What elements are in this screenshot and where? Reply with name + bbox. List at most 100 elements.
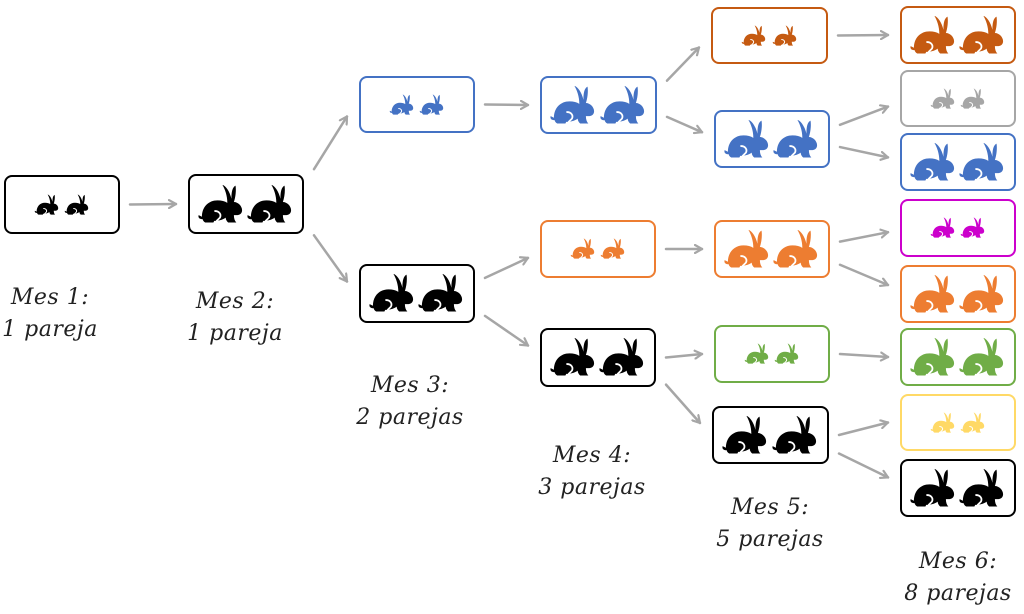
arrow bbox=[838, 263, 890, 285]
rabbit-pair bbox=[542, 78, 655, 132]
rabbit-icon bbox=[930, 217, 954, 238]
month-title: Mes 6: bbox=[918, 549, 998, 574]
rabbit-pair bbox=[716, 327, 828, 381]
rabbit-icon bbox=[773, 119, 818, 158]
rabbit-icon bbox=[744, 343, 768, 364]
rabbit-pair bbox=[542, 222, 654, 276]
rabbit-pair bbox=[190, 176, 302, 232]
rabbit-icon bbox=[599, 337, 644, 376]
arrow bbox=[665, 115, 704, 132]
rabbit-icon bbox=[960, 87, 985, 109]
rabbit-pair bbox=[716, 222, 828, 276]
arrow bbox=[483, 314, 530, 347]
month-label: Mes 1: 1 pareja bbox=[0, 282, 100, 346]
rabbit-icon bbox=[959, 337, 1004, 376]
rabbit-pair bbox=[902, 461, 1014, 515]
rabbit-pair bbox=[542, 330, 654, 385]
arrow bbox=[483, 258, 530, 280]
rabbit-pair-box bbox=[900, 199, 1016, 257]
rabbit-icon bbox=[773, 229, 818, 268]
rabbit-icon bbox=[774, 343, 799, 364]
rabbit-icon bbox=[550, 337, 594, 376]
rabbit-pair bbox=[714, 408, 827, 462]
arrow bbox=[837, 452, 890, 478]
rabbit-icon bbox=[247, 184, 292, 223]
rabbit-pair-box bbox=[540, 220, 656, 278]
month-count: 1 pareja bbox=[187, 321, 283, 346]
arrow bbox=[836, 35, 890, 36]
rabbit-icon bbox=[959, 468, 1004, 507]
rabbit-pair-box bbox=[359, 264, 475, 323]
rabbit-icon bbox=[959, 15, 1004, 54]
rabbit-icon bbox=[724, 229, 768, 268]
month-title: Mes 3: bbox=[370, 373, 450, 398]
month-count: 2 parejas bbox=[356, 405, 464, 430]
rabbit-pair bbox=[716, 112, 828, 166]
rabbit-pair-box bbox=[714, 325, 830, 383]
rabbit-icon bbox=[550, 85, 595, 124]
arrow bbox=[665, 46, 701, 82]
rabbit-icon bbox=[389, 93, 413, 115]
rabbit-pair-box bbox=[900, 394, 1016, 451]
rabbit-icon bbox=[910, 15, 954, 54]
rabbit-pair-box bbox=[188, 174, 304, 234]
rabbit-icon bbox=[960, 217, 985, 238]
month-count: 3 parejas bbox=[538, 475, 646, 500]
month-label: Mes 5: 5 parejas bbox=[708, 492, 832, 556]
month-label: Mes 6: 8 parejas bbox=[896, 546, 1020, 610]
month-label: Mes 2: 1 pareja bbox=[180, 286, 290, 350]
rabbit-pair-box bbox=[900, 6, 1016, 64]
rabbit-icon bbox=[599, 85, 644, 124]
arrow bbox=[838, 354, 890, 357]
rabbit-pair bbox=[713, 9, 826, 62]
arrow bbox=[838, 232, 890, 243]
rabbit-icon bbox=[771, 415, 816, 454]
arrow bbox=[128, 204, 178, 205]
rabbit-pair-box bbox=[714, 110, 830, 168]
rabbit-pair-box bbox=[540, 76, 657, 134]
rabbit-pair-box bbox=[712, 406, 829, 464]
rabbit-icon bbox=[930, 87, 954, 109]
month-count: 8 parejas bbox=[904, 581, 1012, 606]
rabbit-icon bbox=[34, 193, 58, 215]
rabbit-pair bbox=[902, 135, 1014, 189]
month-title: Mes 1: bbox=[10, 285, 90, 310]
month-count: 5 parejas bbox=[716, 527, 824, 552]
rabbit-pair bbox=[361, 78, 473, 131]
rabbit-icon bbox=[910, 337, 954, 376]
rabbit-pair-box bbox=[714, 220, 830, 278]
arrow bbox=[312, 234, 349, 283]
rabbit-pair bbox=[902, 396, 1014, 449]
rabbit-pair bbox=[361, 266, 473, 321]
rabbit-icon bbox=[959, 274, 1004, 313]
rabbit-icon bbox=[910, 274, 954, 313]
rabbit-pair-box bbox=[900, 459, 1016, 517]
rabbit-pair bbox=[902, 330, 1014, 384]
rabbit-icon bbox=[960, 411, 985, 433]
rabbit-pair-box bbox=[540, 328, 656, 387]
rabbit-pair-box bbox=[4, 175, 120, 234]
rabbit-icon bbox=[724, 119, 768, 158]
rabbit-pair-box bbox=[359, 76, 475, 133]
arrow bbox=[837, 423, 890, 437]
rabbit-icon bbox=[741, 24, 766, 46]
arrow bbox=[312, 115, 349, 171]
rabbit-pair-box bbox=[900, 70, 1016, 127]
month-count: 1 pareja bbox=[2, 317, 98, 342]
arrow bbox=[664, 354, 704, 358]
rabbit-icon bbox=[570, 238, 594, 259]
month-label: Mes 4: 3 parejas bbox=[530, 440, 654, 504]
rabbit-icon bbox=[369, 273, 413, 312]
rabbit-pair-box bbox=[900, 133, 1016, 191]
rabbit-icon bbox=[910, 142, 954, 181]
rabbit-pair bbox=[902, 201, 1014, 255]
rabbit-pair bbox=[902, 72, 1014, 125]
rabbit-pair bbox=[6, 177, 118, 232]
rabbit-icon bbox=[600, 238, 625, 259]
arrow bbox=[664, 383, 702, 425]
rabbit-icon bbox=[910, 468, 954, 507]
rabbit-pair bbox=[902, 8, 1014, 62]
month-title: Mes 4: bbox=[552, 443, 632, 468]
